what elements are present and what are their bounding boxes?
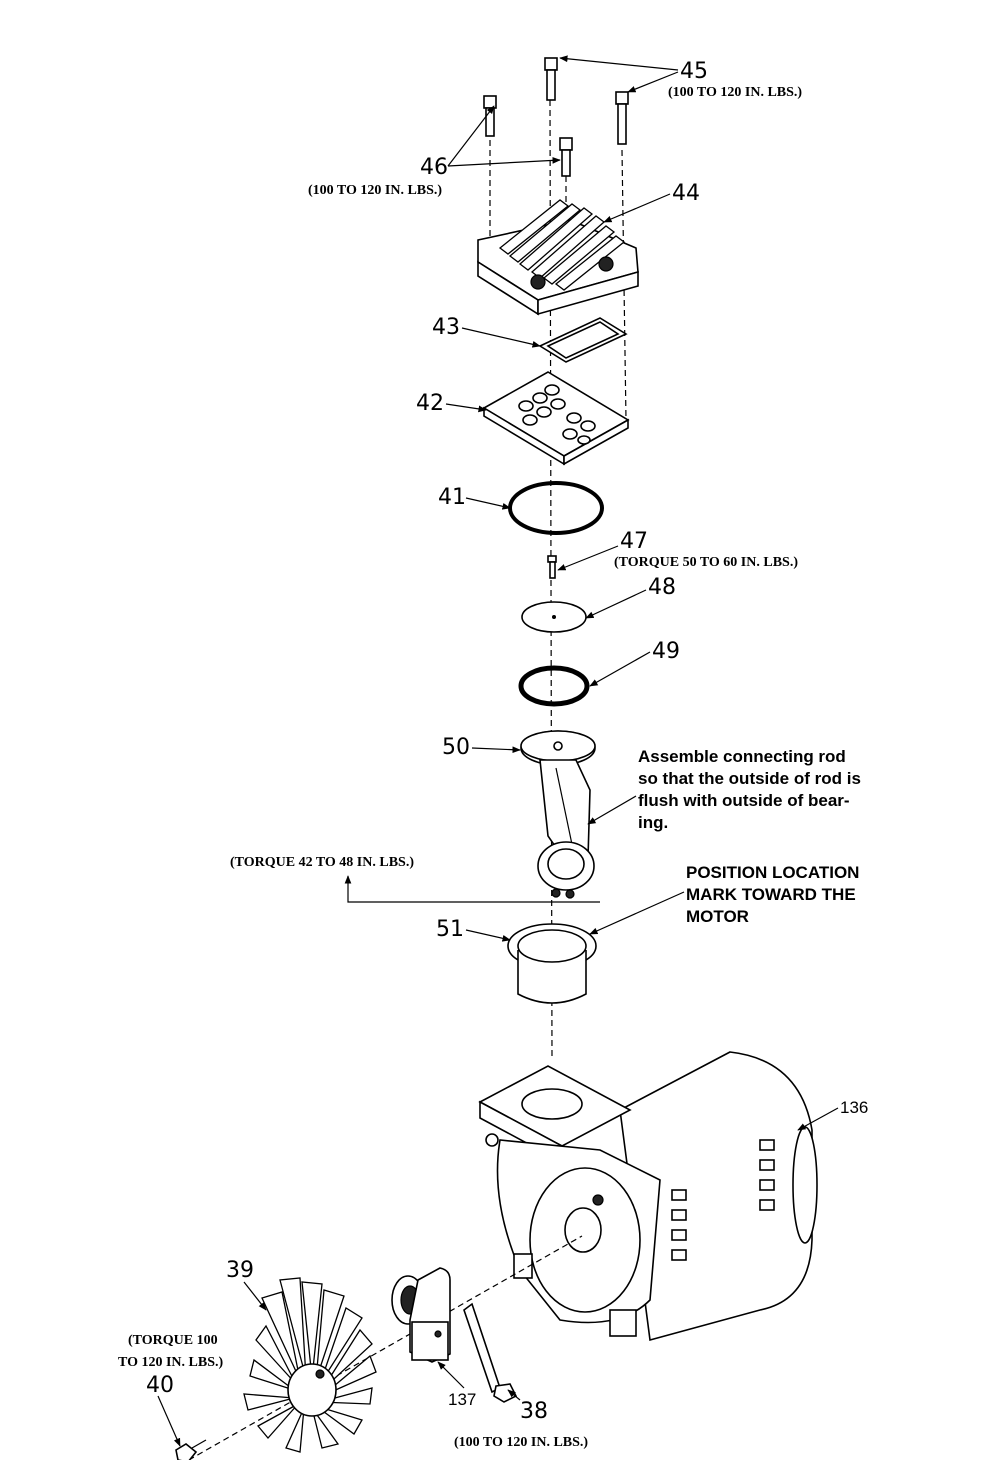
eccentric-137	[391, 1267, 451, 1363]
o-ring-41	[508, 481, 604, 535]
callout-40: 40	[146, 1373, 174, 1398]
position-mark-note: POSITION LOCATION MARK TOWARD THE MOTOR	[686, 863, 859, 926]
valve-plate-42	[482, 371, 630, 466]
torque-note-47: (TORQUE 50 TO 60 IN. LBS.)	[614, 555, 798, 570]
callout-45: 45	[680, 59, 708, 84]
rod-note-line-2: so that the outside of rod is	[638, 769, 861, 788]
cylinder-sleeve-51	[507, 923, 597, 1004]
torque-note-45: (100 TO 120 IN. LBS.)	[668, 85, 802, 100]
callout-49: 49	[652, 639, 680, 664]
gasket-43	[538, 317, 628, 363]
bolt-45-b	[615, 91, 629, 145]
torque-note-38: (100 TO 120 IN. LBS.)	[454, 1435, 588, 1450]
callout-50: 50	[442, 735, 470, 760]
callout-41: 41	[438, 485, 466, 510]
bolt-38	[463, 1302, 518, 1403]
callout-51: 51	[436, 917, 464, 942]
callout-43: 43	[432, 315, 460, 340]
connecting-rod-note: Assemble connecting rod so that the outs…	[638, 747, 861, 832]
rod-note-line-1: Assemble connecting rod	[638, 747, 846, 766]
cylinder-head-44	[477, 199, 639, 316]
connecting-rod-50	[520, 730, 596, 899]
bolt-40	[175, 1439, 207, 1460]
fan-39	[243, 1277, 377, 1453]
callout-136: 136	[840, 1098, 868, 1117]
piston-ring-49	[518, 665, 590, 707]
leader-lines	[157, 55, 839, 1447]
torque-note-46: (100 TO 120 IN. LBS.)	[308, 183, 442, 198]
screw-47	[547, 555, 557, 579]
torque-note-50: (TORQUE 42 TO 48 IN. LBS.)	[230, 855, 414, 870]
position-note-line-2: MARK TOWARD THE	[686, 885, 856, 904]
position-note-line-3: MOTOR	[686, 907, 749, 926]
bolt-46-b	[559, 137, 573, 177]
rod-note-line-3: flush with outside of bear-	[638, 791, 850, 810]
position-note-line-1: POSITION LOCATION	[686, 863, 859, 882]
motor-136	[478, 1051, 818, 1342]
callout-38: 38	[520, 1399, 548, 1424]
callout-46: 46	[420, 155, 448, 180]
callout-137: 137	[448, 1390, 476, 1409]
callout-44: 44	[672, 181, 700, 206]
callout-48: 48	[648, 575, 676, 600]
retainer-disc-48	[521, 601, 587, 633]
callout-42: 42	[416, 391, 444, 416]
callout-39: 39	[226, 1258, 254, 1283]
torque-note-40-line1: (TORQUE 100	[128, 1333, 218, 1348]
bolt-45-a	[544, 57, 558, 101]
rod-note-line-4: ing.	[638, 813, 668, 832]
callout-47: 47	[620, 529, 648, 554]
shaft-centerline	[187, 1235, 583, 1460]
torque-note-40-line2: TO 120 IN. LBS.)	[118, 1355, 223, 1370]
